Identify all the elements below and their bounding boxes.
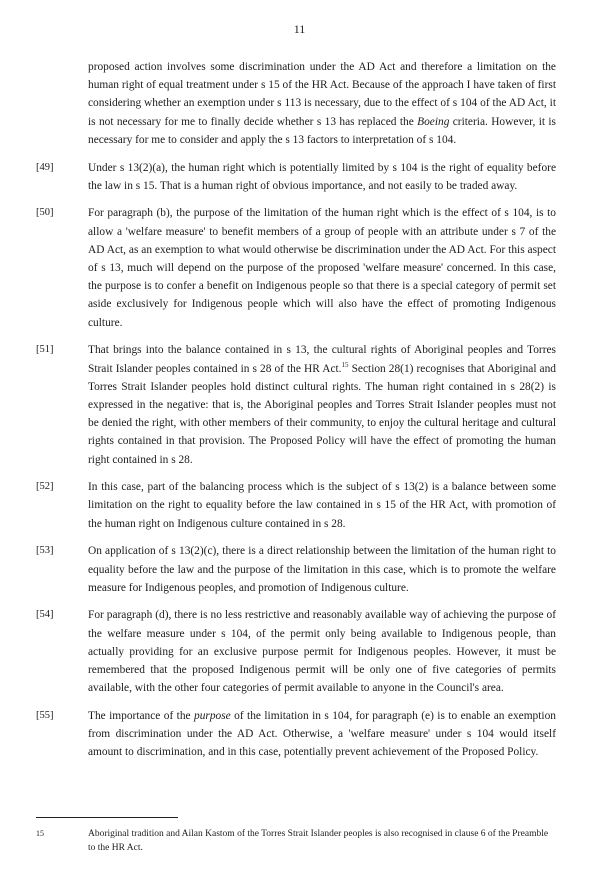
paragraph-number: [53] (36, 545, 54, 557)
paragraph-number: [49] (36, 161, 54, 173)
paragraph-number: [51] (36, 344, 54, 356)
paragraph-text: In this case, part of the balancing proc… (88, 481, 556, 530)
continued-text-tail: criteria. However, it is necessary for m… (88, 115, 556, 146)
paragraph-49: [49] Under s 13(2)(a), the human right w… (36, 159, 556, 195)
judgment-body: proposed action involves some discrimina… (36, 58, 556, 771)
paragraph-text-continued: of the limitation in s 104, for paragrap… (88, 710, 556, 759)
paragraph-51: [51] That brings into the balance contai… (36, 341, 556, 468)
paragraph-text: That brings into the balance contained i… (88, 344, 556, 375)
paragraph-number: [52] (36, 481, 54, 493)
paragraph-number: [54] (36, 609, 54, 621)
case-name-italic: Boeing (417, 115, 450, 128)
paragraph-52: [52] In this case, part of the balancing… (36, 478, 556, 533)
paragraph-text: For paragraph (b), the purpose of the li… (88, 207, 556, 329)
footnote-number: 15 (36, 829, 44, 838)
paragraph-number: [50] (36, 207, 54, 219)
emphasis-italic: purpose (194, 710, 231, 722)
page-number: 11 (293, 22, 306, 36)
paragraph-50: [50] For paragraph (b), the purpose of t… (36, 204, 556, 331)
paragraph-53: [53] On application of s 13(2)(c), there… (36, 542, 556, 597)
continued-text: proposed action involves some discrimina… (88, 61, 556, 128)
paragraph-text: Under s 13(2)(a), the human right which … (88, 161, 556, 192)
footnote: 15 Aboriginal tradition and Ailan Kastom… (36, 827, 550, 855)
paragraph-number: [55] (36, 710, 54, 721)
paragraph-text-continued: Section 28(1) recognises that Aboriginal… (88, 362, 556, 466)
footnote-divider (36, 817, 178, 818)
footnote-text: Aboriginal tradition and Ailan Kastom of… (88, 829, 549, 853)
continued-paragraph: proposed action involves some discrimina… (36, 58, 556, 149)
footnote-reference[interactable]: 15 (341, 360, 349, 369)
paragraph-text: The importance of the (88, 710, 191, 722)
paragraph-text: On application of s 13(2)(c), there is a… (88, 545, 556, 594)
paragraph-text: For paragraph (d), there is no less rest… (88, 609, 556, 695)
paragraph-54: [54] For paragraph (d), there is no less… (36, 606, 556, 697)
paragraph-55: [55] The importance of the purpose of th… (36, 707, 556, 762)
